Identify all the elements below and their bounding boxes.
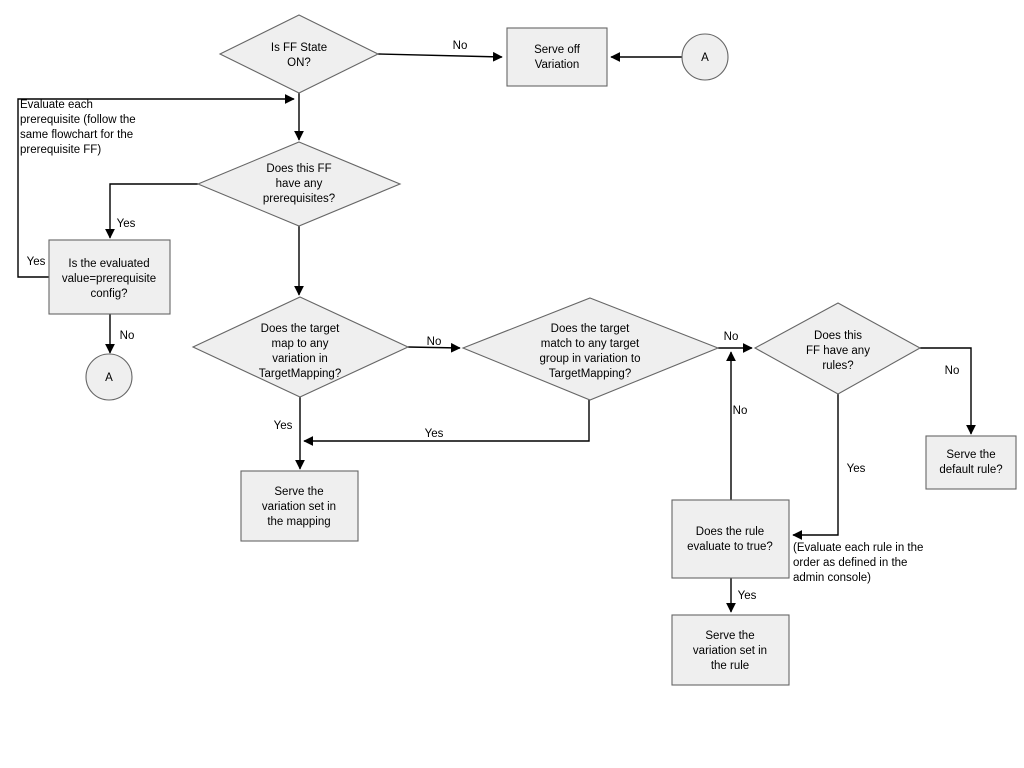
- edge-label-prereq-yes: Yes: [117, 218, 136, 230]
- edge-label-prereq-loop-yes: Yes: [27, 256, 46, 268]
- node-label-line1: Is FF State: [271, 42, 327, 54]
- diamond-shape: [753, 302, 922, 395]
- node-target-match-group[interactable]: Does the target match to any target grou…: [461, 297, 720, 401]
- edge-prerequisites-yes: [105, 183, 198, 239]
- node-connector-a-bottom[interactable]: A: [85, 353, 133, 401]
- node-label-line4: TargetMapping?: [259, 368, 341, 380]
- node-label-line1: Does this: [814, 330, 862, 342]
- edge-prereq-loop-yes: [17, 94, 295, 278]
- diamond-shape: [196, 141, 402, 227]
- node-label-line2: FF have any: [806, 345, 870, 357]
- node-label-line1: Serve the: [705, 630, 754, 642]
- node-label-line2: evaluate to true?: [687, 541, 773, 553]
- node-is-ff-state-on[interactable]: Is FF State ON?: [218, 14, 380, 94]
- node-label-line2: ON?: [287, 57, 311, 69]
- edge-label-rules-yes: Yes: [847, 463, 866, 475]
- edge-target-map-no: [407, 342, 461, 353]
- node-label: A: [701, 52, 709, 64]
- node-label-line2: variation set in: [262, 501, 336, 513]
- note-line2: prerequisite (follow the: [20, 114, 136, 126]
- circle-shape: [681, 33, 729, 81]
- node-label-line1: Does this FF: [266, 163, 331, 175]
- node-has-rules[interactable]: Does this FF have any rules?: [753, 302, 922, 395]
- node-label-line2: match to any target: [541, 338, 640, 350]
- edge-rules-no: [920, 347, 976, 435]
- node-label-line3: group in variation to: [539, 353, 640, 365]
- rect-shape: [671, 499, 790, 579]
- diamond-shape: [218, 14, 380, 94]
- node-serve-variation-rule[interactable]: Serve the variation set in the rule: [671, 614, 790, 686]
- node-connector-a-top[interactable]: A: [681, 33, 729, 81]
- node-target-map-variation[interactable]: Does the target map to any variation in …: [191, 296, 410, 398]
- note-prerequisite: Evaluate each prerequisite (follow the s…: [20, 99, 136, 156]
- node-label-line1: Serve off: [534, 44, 581, 56]
- node-serve-variation-mapping[interactable]: Serve the variation set in the mapping: [240, 470, 359, 542]
- rect-shape: [671, 614, 790, 686]
- node-label-line1: Does the target: [551, 323, 630, 335]
- node-label-line4: TargetMapping?: [549, 368, 631, 380]
- node-label-line1: Is the evaluated: [68, 258, 149, 270]
- node-label-line2: Variation: [535, 59, 580, 71]
- note-line4: prerequisite FF): [20, 144, 101, 156]
- node-label-line2: value=prerequisite: [62, 273, 156, 285]
- node-evaluated-value-matches[interactable]: Is the evaluated value=prerequisite conf…: [48, 239, 171, 315]
- node-label-line1: Does the rule: [696, 526, 764, 538]
- node-label-line3: the rule: [711, 660, 749, 672]
- node-label-line2: default rule?: [939, 464, 1002, 476]
- note-line2: order as defined in the: [793, 557, 907, 569]
- node-label-line1: Does the target: [261, 323, 340, 335]
- diamond-shape: [461, 297, 720, 401]
- node-label-line2: variation set in: [693, 645, 767, 657]
- node-label-line3: config?: [90, 288, 127, 300]
- edge-label-rule-true-yes: Yes: [738, 590, 757, 602]
- node-serve-default-rule[interactable]: Serve the default rule?: [925, 435, 1017, 490]
- note-line1: Evaluate each: [20, 99, 93, 111]
- edge-label-map-no: No: [427, 336, 442, 348]
- diamond-shape: [191, 296, 410, 398]
- rect-shape: [506, 27, 608, 87]
- node-label-line1: Serve the: [946, 449, 995, 461]
- rect-shape: [925, 435, 1017, 490]
- node-label-line1: Serve the: [274, 486, 323, 498]
- edge-label-rules-no: No: [945, 365, 960, 377]
- edge-label-map-yes: Yes: [274, 420, 293, 432]
- edge-label-group-yes: Yes: [425, 428, 444, 440]
- edge-state-on-no: [377, 51, 503, 62]
- edge-rules-yes: [792, 394, 839, 540]
- circle-shape: [85, 353, 133, 401]
- edge-label-evaluated-no: No: [120, 330, 135, 342]
- edge-label-state-on-no: No: [453, 40, 468, 52]
- rect-shape: [48, 239, 171, 315]
- edge-label-rule-true-no: No: [733, 405, 748, 417]
- note-line3: admin console): [793, 572, 871, 584]
- node-label-line3: variation in: [272, 353, 328, 365]
- node-label-line3: the mapping: [267, 516, 330, 528]
- node-label-line3: rules?: [822, 360, 853, 372]
- note-line3: same flowchart for the: [20, 129, 133, 141]
- note-line1: (Evaluate each rule in the: [793, 542, 923, 554]
- edge-target-group-yes: [303, 400, 590, 446]
- node-label-line2: map to any: [272, 338, 329, 350]
- node-rule-evaluates-true[interactable]: Does the rule evaluate to true?: [671, 499, 790, 579]
- node-serve-off-variation[interactable]: Serve off Variation: [506, 27, 608, 87]
- node-label-line2: have any: [276, 178, 323, 190]
- node-label: A: [105, 372, 113, 384]
- rect-shape: [240, 470, 359, 542]
- node-label-line3: prerequisites?: [263, 193, 335, 205]
- note-rule-order: (Evaluate each rule in the order as defi…: [793, 542, 923, 584]
- edge-label-group-no: No: [724, 331, 739, 343]
- node-has-prerequisites[interactable]: Does this FF have any prerequisites?: [196, 141, 402, 227]
